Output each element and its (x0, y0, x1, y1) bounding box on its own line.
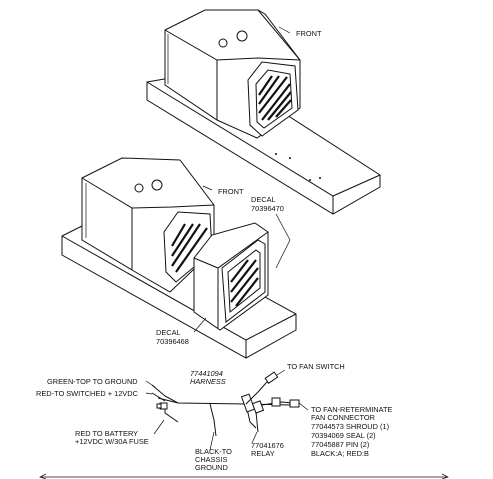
fan-reterminate-line-1: TO FAN-RETERMINATE (311, 405, 393, 414)
top-unit-assembly: FRONT (146, 9, 381, 215)
relay-label: RELAY (251, 449, 275, 458)
connector-icon (264, 371, 279, 385)
decal-left-number: 70396468 (156, 337, 189, 346)
bottom-heater-housing (81, 157, 215, 293)
red-switched-label: RED-TO SWITCHED + 12VDC (36, 389, 139, 398)
front-label-top: FRONT (296, 29, 322, 38)
red-battery-fuse-label: +12VDC W/30A FUSE (75, 437, 149, 446)
decal-module (193, 222, 269, 331)
fan-reterminate-line-6: BLACK:A; RED:B (311, 449, 369, 458)
fan-grille-icon (258, 75, 292, 121)
fan-reterminate-line-2: FAN CONNECTOR (311, 413, 375, 422)
wiring-harness (145, 369, 309, 451)
relay-number: 77041676 (251, 441, 284, 450)
harness-number: 77441094 (190, 369, 223, 378)
fan-reterminate-line-4: 70394069 SEAL (2) (311, 431, 376, 440)
top-heater-housing (164, 9, 301, 139)
connector-icon (156, 402, 168, 410)
black-chassis-label-3: GROUND (195, 463, 228, 472)
to-fan-switch-label: TO FAN SWITCH (287, 362, 345, 371)
fan-reterminate-line-5: 77045887 PIN (2) (311, 440, 369, 449)
front-label-bottom: FRONT (218, 187, 244, 196)
decal-right-label: DECAL (251, 195, 276, 204)
black-chassis-label-2: CHASSIS (195, 455, 228, 464)
fan-grille-icon (171, 223, 208, 273)
black-chassis-label-1: BLACK-TO (195, 447, 232, 456)
decal-right-number: 70396470 (251, 204, 284, 213)
harness-label: HARNESS (190, 377, 226, 386)
relay-icon (240, 393, 265, 414)
red-battery-label: RED TO BATTERY (75, 429, 138, 438)
fan-grille-icon (230, 259, 259, 307)
connector-icon (271, 397, 300, 408)
fan-reterminate-line-3: 77044573 SHROUD (1) (311, 422, 389, 431)
green-top-ground-label: GREEN-TOP TO GROUND (47, 377, 138, 386)
decal-left-label: DECAL (156, 328, 181, 337)
bottom-unit-assembly: FRONT DECAL 70396470 DECAL 70396468 (61, 157, 297, 359)
